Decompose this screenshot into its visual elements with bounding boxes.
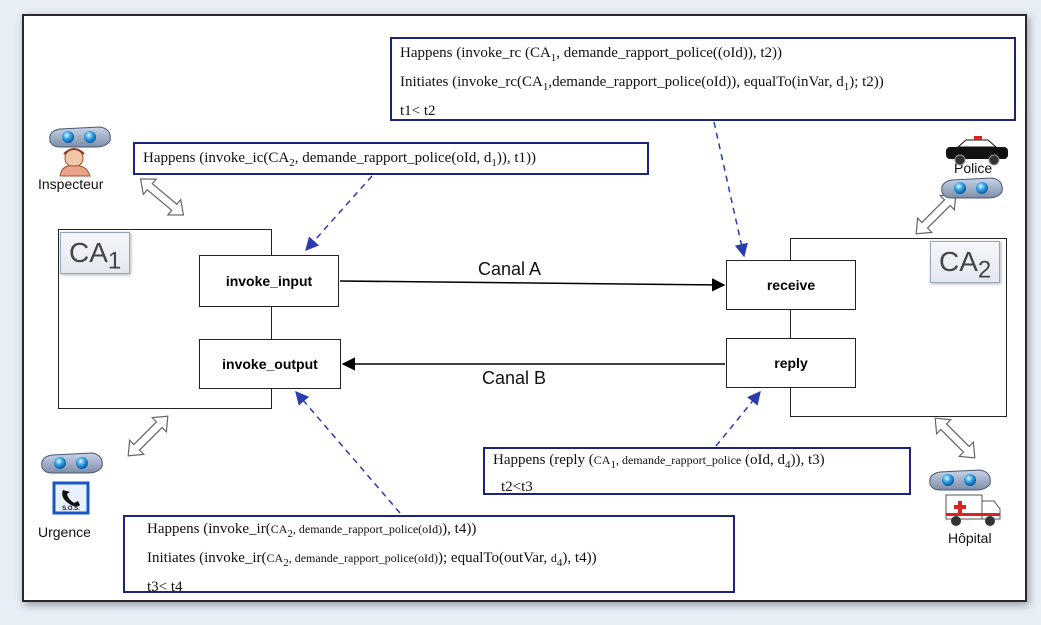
dashed-arrow-rc (713, 121, 748, 258)
sos-phone-icon: S.O.S. (52, 481, 90, 515)
note-reply: Happens (reply (CA1, demande_rapport_pol… (483, 447, 911, 495)
link-inspecteur (139, 178, 185, 216)
dashed-arrow-ir (295, 390, 401, 514)
invoke-output-box: invoke_output (199, 339, 341, 389)
invoke-input-box: invoke_input (199, 255, 339, 307)
sos-text: S.O.S. (62, 506, 80, 512)
police-car-icon (946, 136, 1008, 166)
inspecteur-label: Inspecteur (38, 176, 104, 192)
link-hopital (934, 417, 976, 459)
urgence-label: Urgence (38, 524, 91, 540)
sensor-icon (929, 469, 991, 491)
link-urgence (127, 415, 169, 457)
receive-box: receive (726, 260, 856, 310)
ambulance-icon (945, 494, 1001, 526)
note-invoke-ir: Happens (invoke_ir(CA2, demande_rapport_… (123, 515, 735, 595)
dashed-arrow-reply (715, 390, 761, 447)
inspecteur-icon (59, 148, 91, 177)
note-invoke-ic: Happens (invoke_ic(CA2, demande_rapport_… (133, 142, 649, 175)
sensor-icon (941, 177, 1003, 199)
sensor-icon (41, 452, 103, 474)
canal-a-arrow (339, 278, 726, 292)
ca1-label: CA1 (60, 232, 131, 275)
dashed-arrow-ic (305, 175, 373, 252)
hopital-label: Hôpital (948, 530, 992, 546)
note-invoke-rc: Happens (invoke_rc (CA1, demande_rapport… (390, 37, 1016, 121)
ca2-label: CA2 (930, 241, 1001, 284)
reply-box: reply (726, 338, 856, 388)
canal-b-label: Canal B (482, 368, 547, 388)
canal-a-label: Canal A (478, 259, 542, 279)
sensor-icon (49, 126, 111, 148)
